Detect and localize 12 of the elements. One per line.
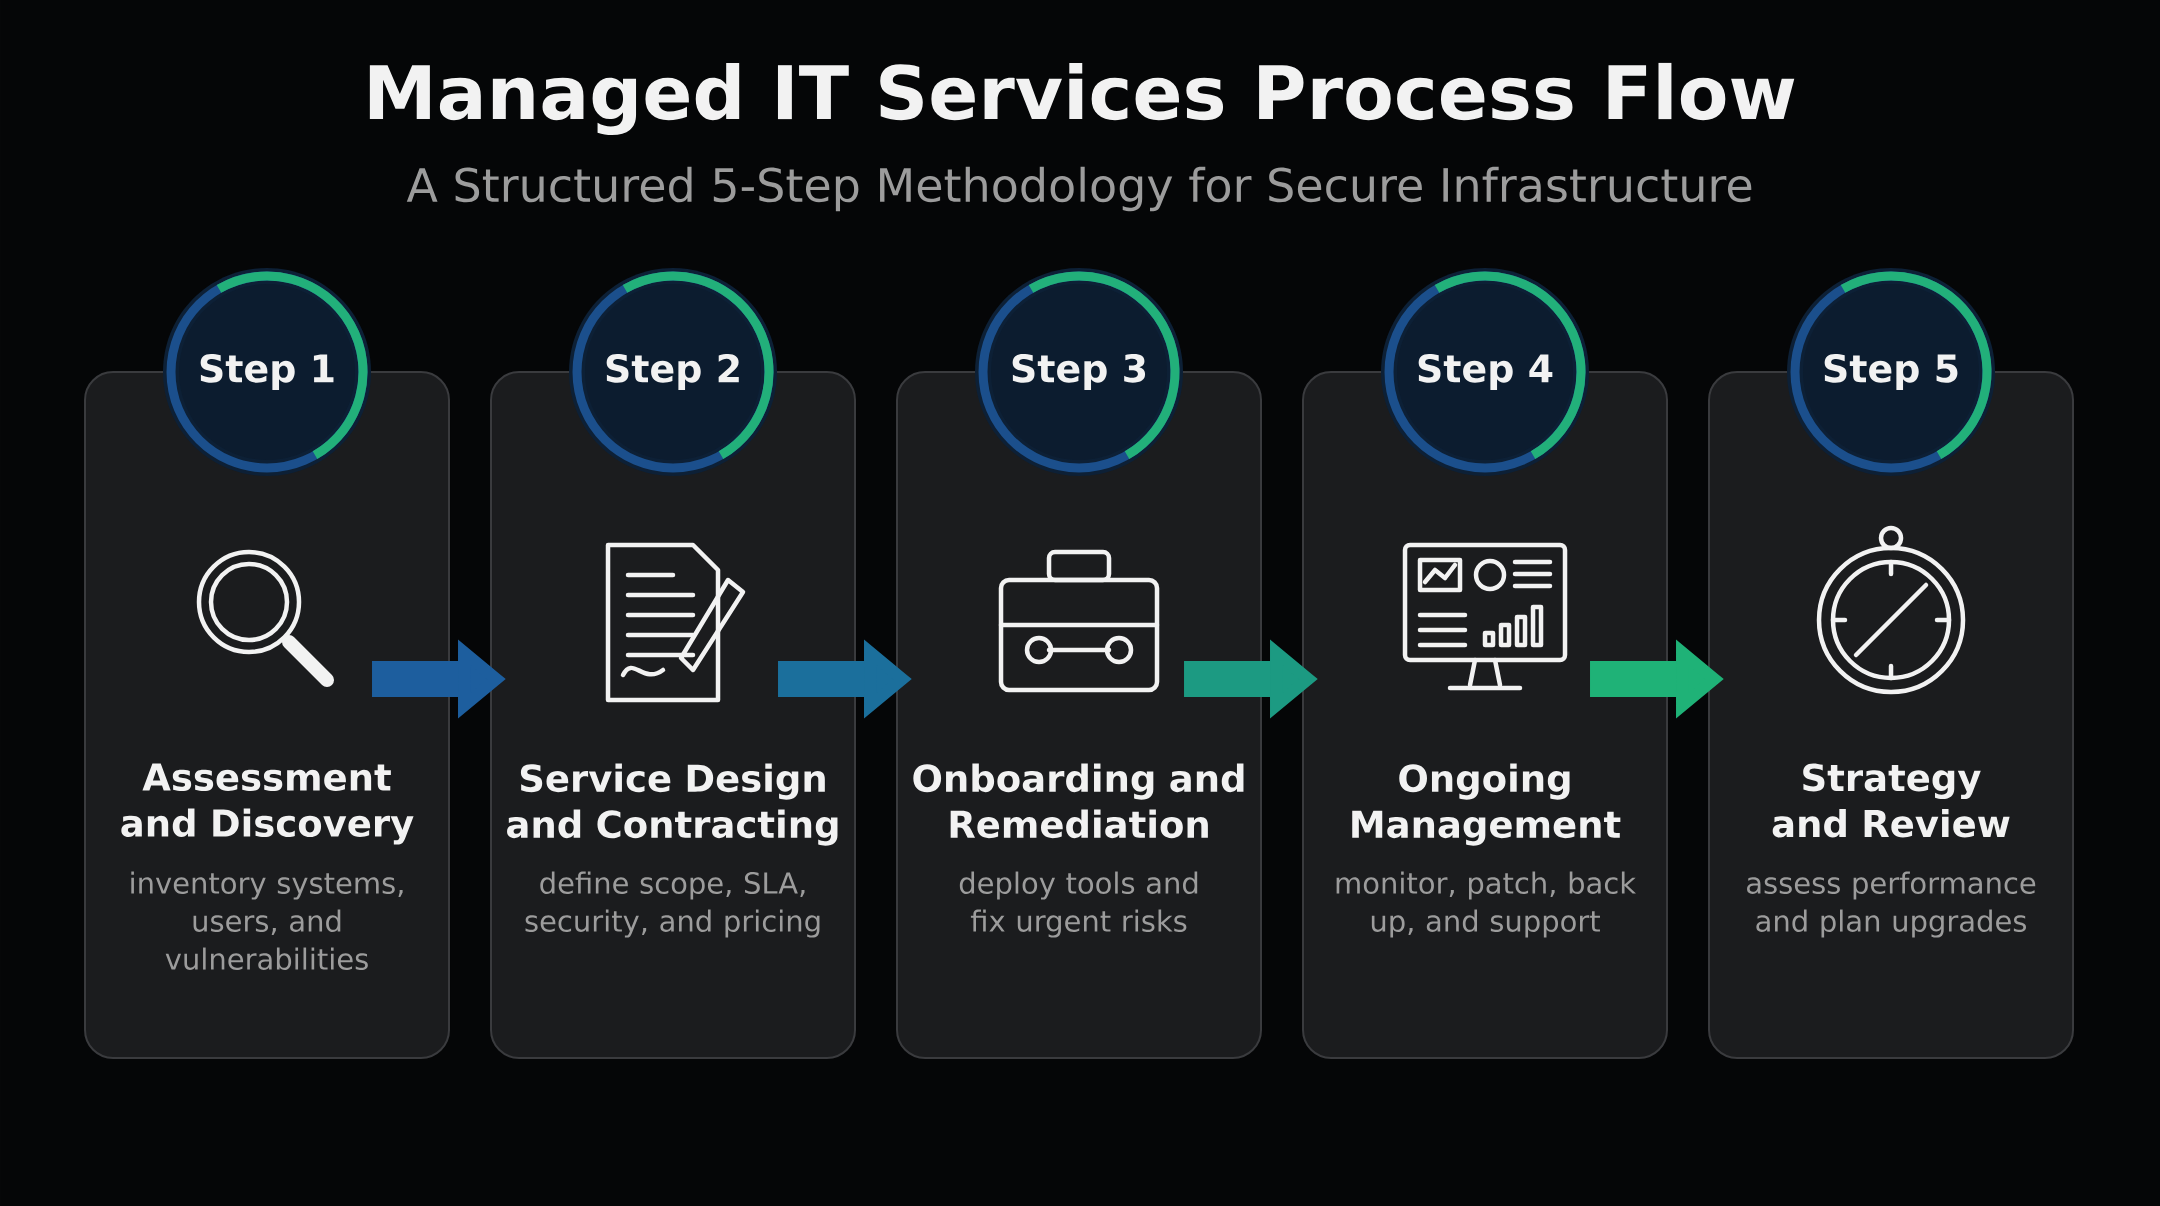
step-heading: Onboarding and Remediation [913, 763, 1244, 839]
step-description: deploy tools and fix urgent risks [959, 871, 1198, 938]
step-heading: Service Design and Contracting [507, 763, 838, 846]
step-heading: Strategy and Review [1772, 763, 2010, 838]
step-heading: Ongoing Management [1352, 763, 1621, 846]
step-description: assess performance and plan upgrades [1747, 871, 2036, 938]
step-description: define scope, SLA, security, and pricing [525, 871, 820, 938]
title: Managed IT Services Process Flow [369, 62, 1795, 136]
subtitle: A Structured 5-Step Methodology for Secure Infrastructure [406, 166, 1752, 212]
step-description: monitor, patch, back up, and support [1336, 871, 1636, 938]
step-description: inventory systems, users, and vulnerabilities [131, 871, 403, 970]
step-heading: Assessment and Discovery [121, 763, 414, 845]
